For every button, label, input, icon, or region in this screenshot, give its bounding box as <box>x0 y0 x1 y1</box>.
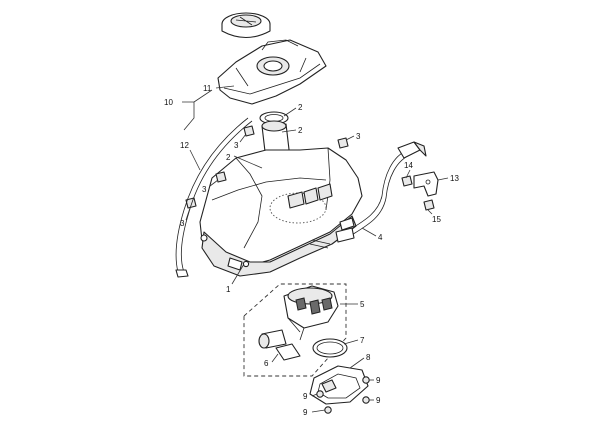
callout-5: 5 <box>360 300 365 309</box>
hose-bracket <box>413 171 439 197</box>
callout-2-low: 2 <box>226 153 231 162</box>
bracket-bolt <box>423 199 435 211</box>
callout-3-upper-left: 3 <box>234 141 239 150</box>
tank-top-cover <box>217 39 327 105</box>
fuel-pump-gasket-strip <box>275 343 301 361</box>
overflow-hose <box>175 117 253 278</box>
fuel-pump-group-outline <box>243 283 347 377</box>
fuel-tank <box>199 147 363 277</box>
callout-9-bottom: 9 <box>303 408 308 417</box>
callout-6: 6 <box>264 359 269 368</box>
leader-lines <box>182 85 449 413</box>
callout-15: 15 <box>432 215 441 224</box>
pump-o-ring <box>312 338 348 358</box>
bolt-3-mid-left <box>215 171 227 183</box>
hose-clamp <box>401 175 413 187</box>
fuel-delivery-hose <box>309 141 427 249</box>
bolt-3-right <box>337 137 349 149</box>
callout-4: 4 <box>378 233 383 242</box>
callout-2-mid: 2 <box>298 126 303 135</box>
callout-12: 12 <box>180 141 189 150</box>
bolt-3-upper-left <box>243 125 255 137</box>
callout-14: 14 <box>404 161 413 170</box>
callout-2-top: 2 <box>298 103 303 112</box>
screw-9-upper-right <box>362 376 370 384</box>
callout-10: 10 <box>164 98 173 107</box>
bolt-3-lower-left <box>185 197 197 209</box>
callout-3-lower-left: 3 <box>180 219 185 228</box>
screw-9-left <box>316 390 324 398</box>
callout-9-lower-right: 9 <box>376 396 381 405</box>
callout-11: 11 <box>203 84 212 93</box>
callout-1: 1 <box>226 285 231 294</box>
callout-9-upper-right: 9 <box>376 376 381 385</box>
callout-3-right: 3 <box>356 132 361 141</box>
fuel-cap <box>221 12 271 39</box>
screw-9-lower-right <box>362 396 370 404</box>
callout-13: 13 <box>450 174 459 183</box>
callout-3-mid-left: 3 <box>202 185 207 194</box>
fuel-pump-assembly <box>283 285 339 341</box>
fuel-pump-filter <box>258 329 287 349</box>
callout-8: 8 <box>366 353 371 362</box>
callout-labels: 10 11 12 2 2 2 3 3 3 3 1 4 5 6 7 8 9 9 9… <box>164 84 459 417</box>
screw-9-bottom <box>324 406 332 414</box>
pump-retainer-plate <box>309 365 369 405</box>
callout-7: 7 <box>360 336 365 345</box>
callout-9-left: 9 <box>303 392 308 401</box>
